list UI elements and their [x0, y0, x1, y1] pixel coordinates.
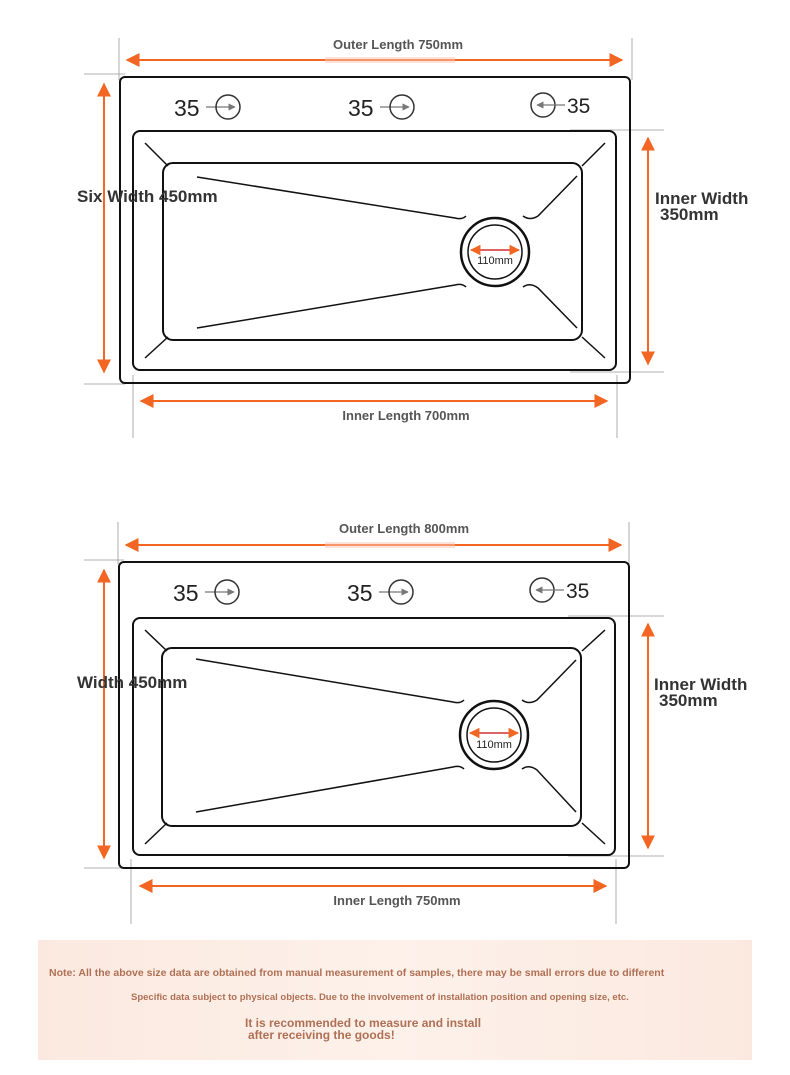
note-line-1: Note: All the above size data are obtain…	[49, 967, 665, 979]
sink-drawing-750: 110mm 35 35 35 Outer Length 750mm Six Wi…	[77, 37, 748, 438]
sink-basin-outline	[162, 162, 583, 341]
tap-hole-size-label: 35	[348, 95, 374, 121]
sink-drawing-800: 110mm 35 35 35 Outer Length 800mm Width …	[77, 521, 747, 924]
sink-diagram-750: 110mm 35 35 35 Outer Length 750mm Six Wi…	[0, 0, 790, 460]
drain-diameter-label: 110mm	[476, 739, 512, 751]
outer-length-label: Outer Length 750mm	[333, 37, 463, 52]
tap-hole-1: 35	[173, 579, 240, 606]
inner-length-label: Inner Length 700mm	[342, 408, 469, 423]
drain-hole	[459, 216, 531, 288]
drain-diameter-label: 110mm	[477, 255, 513, 267]
tap-hole-size-label: 35	[567, 95, 590, 118]
tap-hole-3: 35	[529, 577, 589, 603]
sink-rim-outline	[132, 130, 617, 371]
tap-hole-size-label: 35	[566, 580, 589, 603]
measurement-note: Note: All the above size data are obtain…	[38, 940, 752, 1060]
tap-hole-2: 35	[348, 94, 415, 121]
sink-outer-outline	[119, 76, 631, 384]
tap-hole-2: 35	[347, 579, 414, 606]
inner-width-label-line2: 350mm	[660, 205, 719, 224]
width-label: Six Width 450mm	[77, 187, 218, 206]
extension-lines	[84, 522, 664, 924]
sink-basin-outline	[161, 647, 582, 827]
tap-hole-3: 35	[530, 92, 590, 118]
outer-length-label: Outer Length 800mm	[339, 521, 469, 536]
corner-bevels	[144, 629, 606, 845]
drain-slope-lines	[195, 658, 577, 813]
width-label: Width 450mm	[77, 673, 187, 692]
inner-length-label: Inner Length 750mm	[333, 893, 460, 908]
note-line-4: after receiving the goods!	[248, 1028, 395, 1042]
sink-rim-outline	[132, 617, 616, 856]
tap-hole-size-label: 35	[173, 580, 199, 606]
drain-slope-lines	[196, 175, 578, 329]
sink-diagram-800: 110mm 35 35 35 Outer Length 800mm Width …	[0, 484, 790, 944]
drain-hole	[458, 699, 530, 771]
tap-hole-1: 35	[174, 94, 241, 121]
corner-bevels	[144, 142, 606, 359]
sink-outer-outline	[118, 561, 630, 869]
note-line-3: It is recommended to measure and install	[245, 1016, 482, 1030]
tap-hole-size-label: 35	[347, 580, 373, 606]
inner-width-label-line2: 350mm	[659, 691, 718, 710]
inner-width-label-line1: Inner Width	[654, 675, 747, 694]
note-line-2: Specific data subject to physical object…	[131, 992, 629, 1003]
inner-width-label-line1: Inner Width	[655, 189, 748, 208]
tap-hole-size-label: 35	[174, 95, 200, 121]
